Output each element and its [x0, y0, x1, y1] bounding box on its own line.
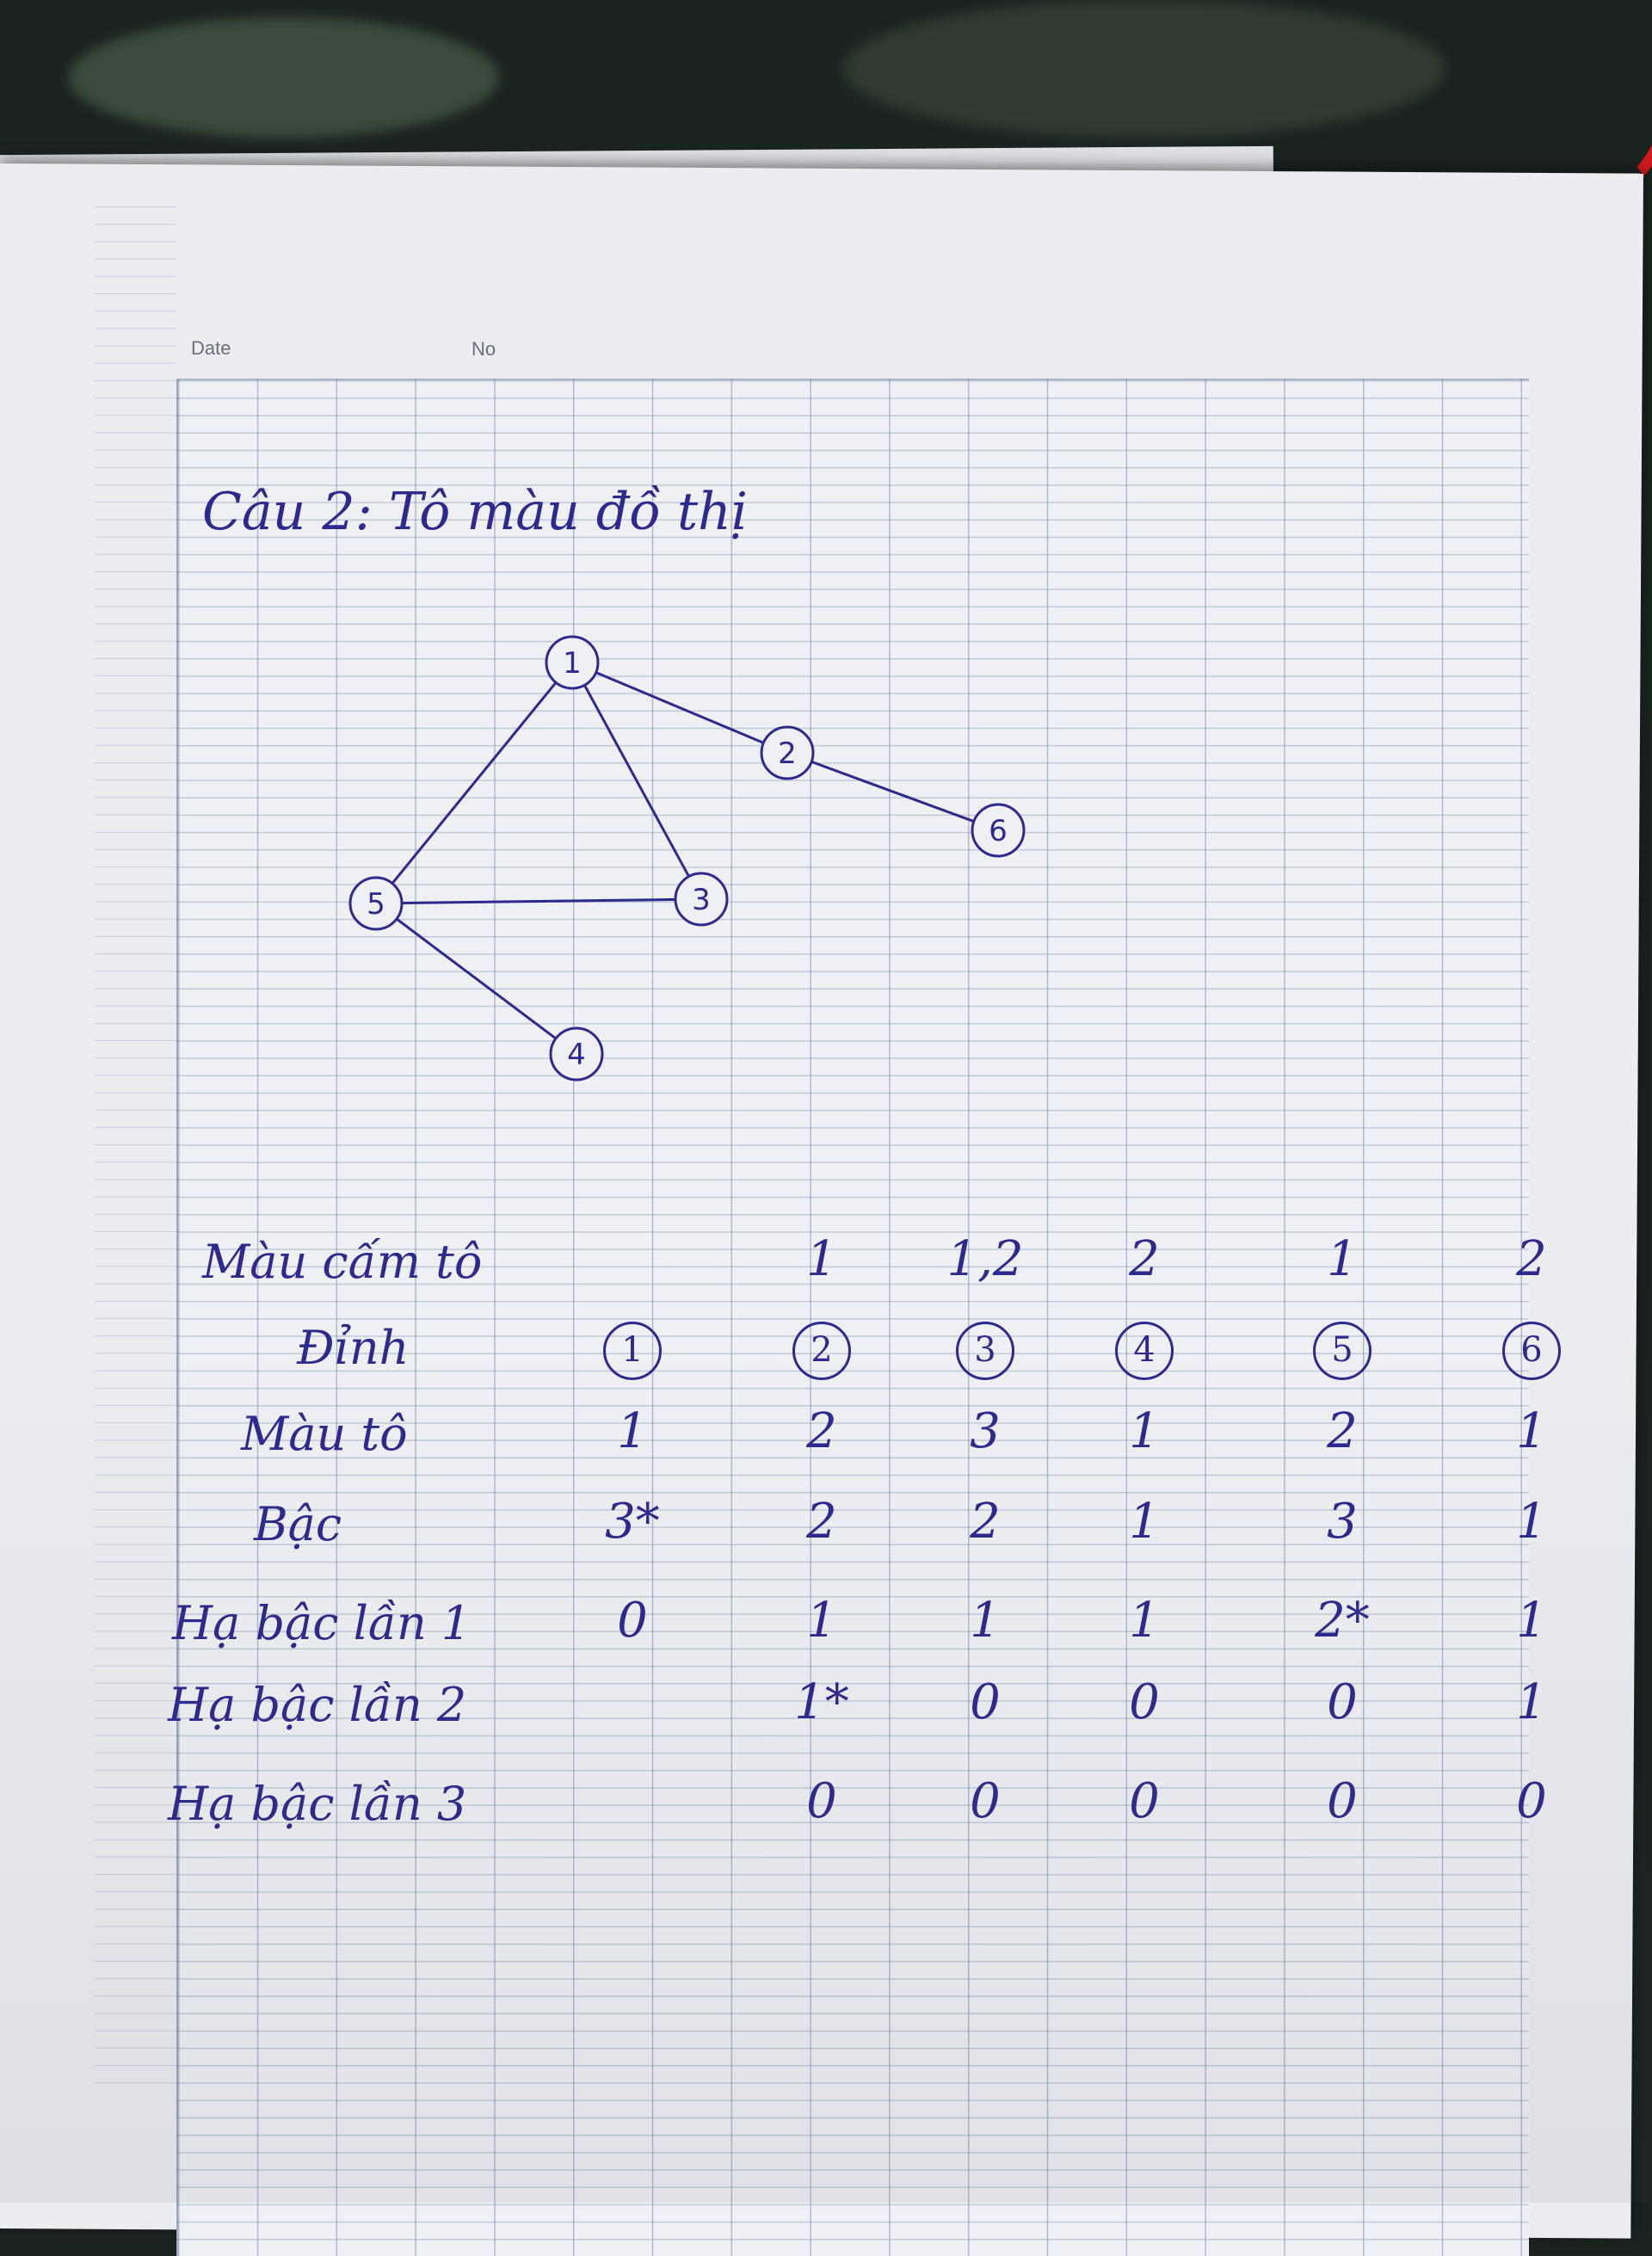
table-row-label: Hạ bậc lần 2 [168, 1678, 467, 1732]
circled-vertex: 4 [1115, 1322, 1174, 1380]
table-row-label: Bậc [254, 1497, 342, 1551]
table-cell: 0 [970, 1674, 1001, 1730]
table-cell: 1,2 [946, 1231, 1024, 1287]
table-cell: 0 [1129, 1674, 1160, 1730]
table-cell: 0 [1327, 1773, 1358, 1829]
table-cell: 1 [806, 1231, 837, 1287]
circled-vertex: 1 [603, 1322, 662, 1380]
table-row-label: Màu tô [241, 1407, 408, 1461]
graph-node-circle [674, 872, 729, 927]
exercise-title: Câu 2: Tô màu đồ thị [202, 482, 748, 542]
table-cell: 0 [970, 1773, 1001, 1829]
table-row-label: Hạ bậc lần 1 [172, 1596, 472, 1650]
table-cell: 1 [1516, 1494, 1547, 1550]
graph-edge-1-2 [571, 661, 788, 755]
table-cell: 1 [1129, 1494, 1160, 1550]
table-cell: 1 [617, 1403, 648, 1459]
table-cell: 1 [1327, 1231, 1358, 1287]
graph-node-label: 5 [367, 887, 385, 922]
circled-vertex: 2 [792, 1322, 851, 1380]
graph-node-label: 2 [778, 737, 797, 771]
background-texture [69, 17, 499, 138]
table-cell: 6 [1484, 1322, 1579, 1380]
graph-node-5: 5 [348, 876, 404, 931]
table-cell: 3* [605, 1494, 660, 1550]
table-cell: 4 [1097, 1322, 1192, 1380]
table-cell: 2 [774, 1322, 869, 1380]
graph-node-label: 1 [563, 646, 582, 681]
grid-paper [176, 379, 1529, 2256]
circled-vertex: 5 [1313, 1322, 1372, 1380]
graph-edge-5-3 [375, 897, 702, 905]
table-cell: 0 [1516, 1773, 1547, 1829]
table-cell: 1 [1516, 1403, 1547, 1459]
graph-node-circle [549, 1026, 604, 1082]
table-cell: 5 [1295, 1322, 1390, 1380]
graph-node-circle [545, 635, 600, 690]
table-cell: 1 [1516, 1674, 1547, 1730]
table-cell: 0 [1129, 1773, 1160, 1829]
table-cell: 2 [1327, 1403, 1358, 1459]
graph-node-3: 3 [674, 872, 729, 927]
graph-drawing: 1 2 3 4 5 6 [348, 635, 1026, 1082]
table-cell: 1* [794, 1674, 849, 1730]
graph-node-2: 2 [760, 725, 815, 780]
page-margin-lines [95, 206, 176, 2099]
table-cell: 2 [806, 1494, 837, 1550]
graph-edges [374, 661, 999, 1056]
table-cell: 3 [938, 1322, 1032, 1380]
graph-node-1: 1 [545, 635, 600, 690]
date-label: Date [191, 337, 231, 359]
table-row-label: Hạ bậc lần 3 [168, 1777, 467, 1831]
no-label: No [472, 338, 496, 360]
table-cell: 1 [1516, 1593, 1547, 1649]
table-cell: 3 [970, 1403, 1001, 1459]
circled-vertex: 3 [956, 1322, 1014, 1380]
table-cell: 1 [806, 1593, 837, 1649]
table-cell: 1 [585, 1322, 680, 1380]
graph-edge-2-6 [786, 751, 999, 832]
graph-node-circle [971, 803, 1026, 858]
graph-nodes: 1 2 3 4 5 6 [348, 635, 1026, 1082]
graph-edge-5-4 [375, 902, 577, 1056]
table-row-label: Màu cấm tô [202, 1235, 483, 1289]
graph-edge-1-5 [374, 662, 574, 904]
circled-vertex: 6 [1502, 1322, 1561, 1380]
graph-edge-1-3 [570, 662, 703, 900]
table-cell: 2 [806, 1403, 837, 1459]
background-texture [843, 0, 1446, 138]
graph-node-4: 4 [549, 1026, 604, 1082]
table-cell: 2 [970, 1494, 1001, 1550]
table-cell: 2 [1516, 1231, 1547, 1287]
table-cell: 3 [1327, 1494, 1358, 1550]
table-cell: 1 [970, 1593, 1001, 1649]
graph-node-circle [348, 876, 404, 931]
table-cell: 0 [806, 1773, 837, 1829]
graph-node-label: 3 [692, 883, 711, 917]
graph-node-6: 6 [971, 803, 1026, 858]
table-cell: 0 [617, 1593, 648, 1649]
table-cell: 0 [1327, 1674, 1358, 1730]
table-cell: 1 [1129, 1593, 1160, 1649]
table-cell: 1 [1129, 1403, 1160, 1459]
table-cell: 2 [1129, 1231, 1160, 1287]
table-row-label: Đỉnh [297, 1321, 410, 1375]
graph-node-label: 4 [567, 1038, 586, 1072]
graph-node-label: 6 [989, 814, 1008, 848]
graph-node-circle [760, 725, 815, 780]
table-cell: 2* [1315, 1593, 1370, 1649]
